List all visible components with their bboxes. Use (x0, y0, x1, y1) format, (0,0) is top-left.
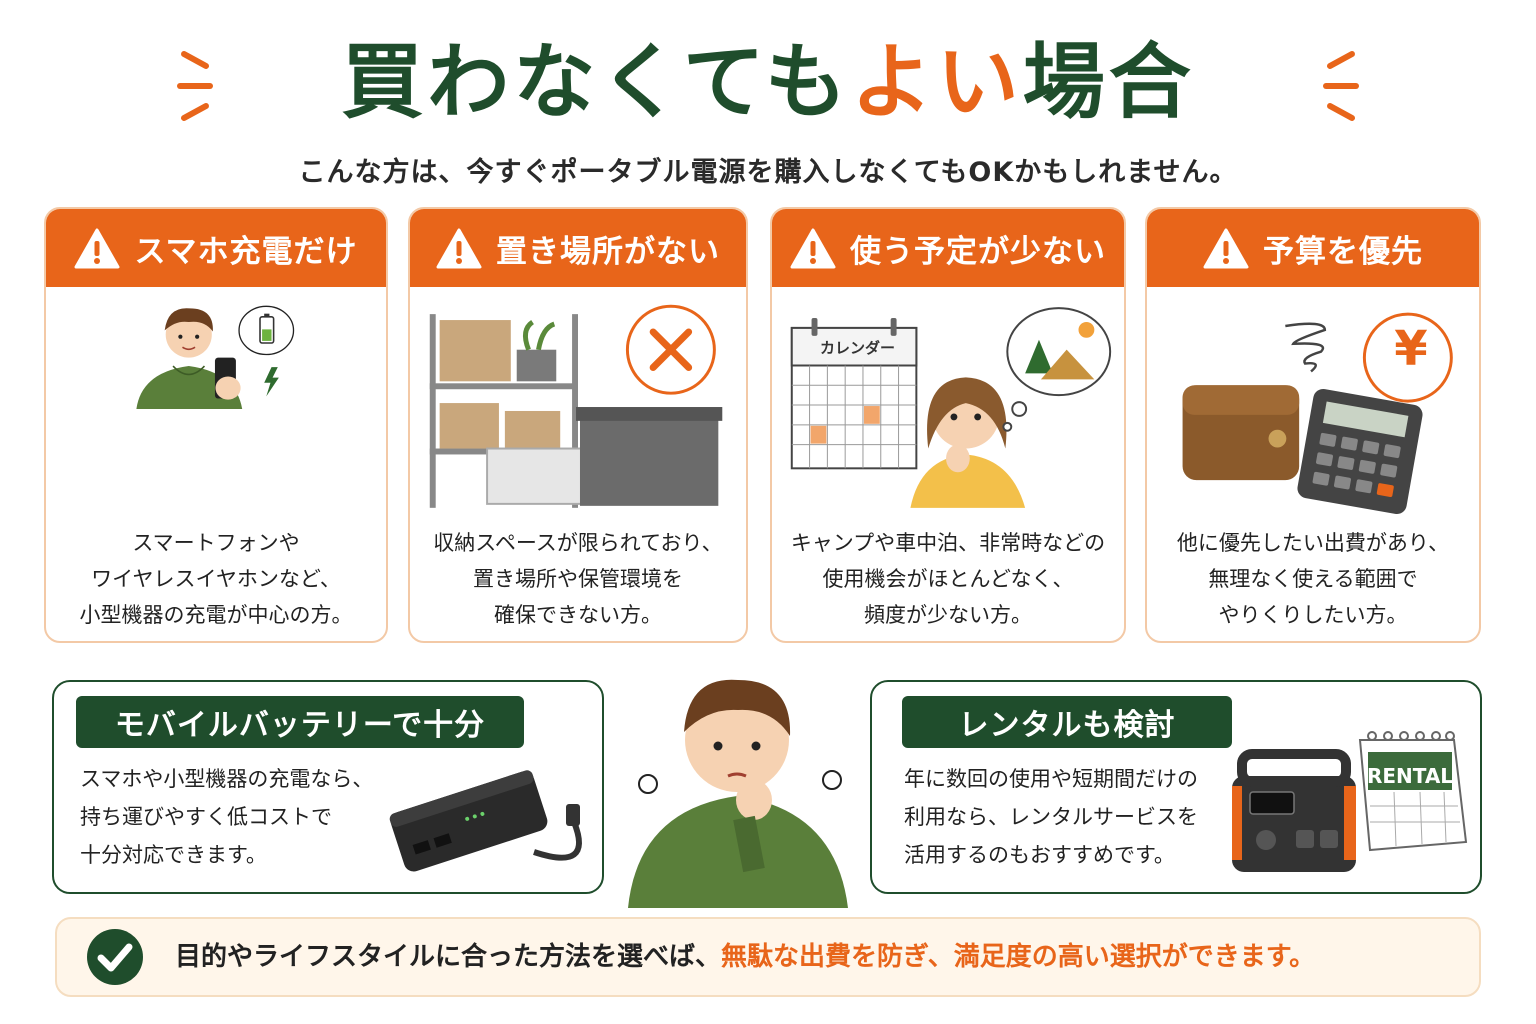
card-header: 使う予定が少ない (772, 209, 1124, 287)
title-tail: 場合 (1022, 35, 1195, 130)
title-main: 買わなくても (341, 35, 851, 130)
wallet-calculator-illustration (1182, 312, 1453, 515)
desc-line: 他に優先したい出費があり、 (1176, 531, 1450, 555)
warning-icon (74, 228, 120, 269)
desc-line: 利用なら、レンタルサービスを (904, 805, 1198, 829)
conclusion-main: 目的やライフスタイルに合った方法を選べば、 (175, 942, 722, 972)
desc-line: 年に数回の使用や短期間だけの (904, 767, 1198, 791)
card-description: スマートフォンや ワイヤレスイヤホンなど、 小型機器の充電が中心の方。 (46, 525, 386, 633)
desc-line: キャンプや車中泊、非常時などの (790, 531, 1106, 555)
desc-line: 使用機会がほとんどなく、 (822, 567, 1074, 591)
desc-line: スマートフォンや (132, 531, 300, 555)
desc-line: ワイヤレスイヤホンなど、 (91, 567, 341, 591)
desc-line: 置き場所や保管環境を (473, 567, 683, 591)
card-smartphone-only: スマホ充電だけ スマートフォンや ワイヤレスイヤホンなど、 小型機器の充電が中心… (44, 207, 388, 643)
panel-description: 年に数回の使用や短期間だけの 利用なら、レンタルサービスを 活用するのもおすすめ… (904, 760, 1198, 874)
card-no-storage: 置き場所がない 収納スペースが限られており、 置き場所や保管環境を 確保できない… (408, 207, 748, 643)
rental-calendar-icon (1358, 731, 1468, 852)
left-burst-icon (177, 51, 213, 121)
checkmark-circle-icon (87, 929, 143, 985)
card-title: 予算を優先 (1263, 233, 1423, 270)
card-description: 他に優先したい出費があり、 無理なく使える範囲で やりくりしたい方。 (1147, 525, 1479, 633)
card-description: 収納スペースが限られており、 置き場所や保管環境を 確保できない方。 (410, 525, 746, 633)
yen-symbol: ¥ (1394, 321, 1428, 377)
desc-line: 無理なく使える範囲で (1208, 567, 1418, 591)
portable-power-station-icon (1232, 749, 1356, 872)
card-title: スマホ充電だけ (134, 233, 358, 270)
desc-line: 頻度が少ない方。 (864, 603, 1032, 627)
desc-line: 小型機器の充電が中心の方。 (79, 603, 353, 627)
calendar-label: カレンダー (820, 339, 896, 357)
card-rare-usage: 使う予定が少ない カレンダー キャンプや車中泊、非常時などの (770, 207, 1126, 643)
panel-title: レンタルも検討 (902, 696, 1232, 748)
panel-description: スマホや小型機器の充電なら、 持ち運びやすく低コストで 十分対応できます。 (80, 760, 373, 874)
conclusion-banner: 目的やライフスタイルに合った方法を選べば、無駄な出費を防ぎ、満足度の高い選択がで… (55, 917, 1481, 997)
right-burst-icon (1323, 51, 1359, 121)
panel-title: モバイルバッテリーで十分 (76, 696, 524, 748)
warning-icon (790, 228, 836, 269)
desc-line: 活用するのもおすすめです。 (904, 843, 1175, 867)
panel-rental: レンタルも検討 年に数回の使用や短期間だけの 利用なら、レンタルサービスを 活用… (870, 680, 1482, 894)
thinking-man-illustration (628, 679, 848, 908)
desc-line: スマホや小型機器の充電なら、 (80, 767, 374, 791)
panel-mobile-battery: モバイルバッテリーで十分 スマホや小型機器の充電なら、 持ち運びやすく低コストで… (52, 680, 604, 894)
calendar-woman-illustration (790, 307, 1112, 508)
desc-line: 持ち運びやすく低コストで (80, 805, 332, 829)
storage-shelf-illustration (429, 304, 723, 508)
card-description: キャンプや車中泊、非常時などの 使用機会がほとんどなく、 頻度が少ない方。 (772, 525, 1124, 633)
desc-line: 確保できない方。 (494, 603, 662, 627)
warning-icon (436, 228, 482, 269)
conclusion-text: 目的やライフスタイルに合った方法を選べば、無駄な出費を防ぎ、満足度の高い選択がで… (175, 919, 1315, 995)
card-title: 使う予定が少ない (850, 233, 1106, 270)
desc-line: 収納スペースが限られており、 (433, 531, 723, 555)
card-header: 置き場所がない (410, 209, 746, 287)
conclusion-highlight: 無駄な出費を防ぎ、満足度の高い選択ができます。 (721, 942, 1316, 972)
card-title: 置き場所がない (496, 233, 720, 270)
page-title: 買わなくてもよい場合 (0, 28, 1536, 138)
card-header: 予算を優先 (1147, 209, 1479, 287)
desc-line: 十分対応できます。 (80, 843, 267, 867)
man-with-phone-illustration (136, 305, 295, 409)
warning-icon (1203, 228, 1249, 269)
card-header: スマホ充電だけ (46, 209, 386, 287)
card-budget-priority: 予算を優先 ¥ 他に優先したい出費があり、 無理なく使える範囲で やりくりしたい… (1145, 207, 1481, 643)
title-accent: よい (850, 35, 1023, 130)
power-bank-icon (389, 770, 582, 872)
desc-line: やりくりしたい方。 (1218, 603, 1408, 627)
page-subtitle: こんな方は、今すぐポータブル電源を購入しなくてもOKかもしれません。 (298, 157, 1238, 188)
rental-sign: RENTAL (1366, 764, 1454, 788)
